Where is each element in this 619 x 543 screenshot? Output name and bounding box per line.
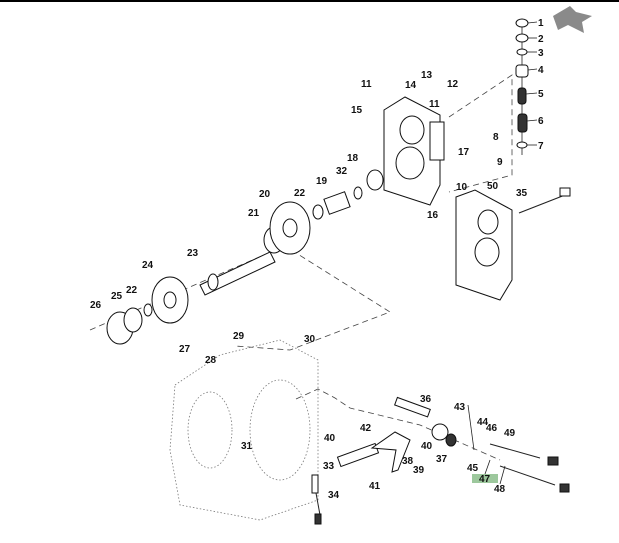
callout-22a[interactable]: 22 [294, 188, 306, 199]
callout-50[interactable]: 50 [487, 181, 499, 192]
callout-38[interactable]: 38 [402, 456, 414, 467]
pointer-arrow-icon [553, 6, 592, 33]
callout-42[interactable]: 42 [360, 423, 372, 434]
callout-6[interactable]: 6 [538, 116, 544, 127]
callout-43[interactable]: 43 [454, 402, 466, 413]
callouts: 1 2 3 4 5 6 7 8 9 10 11 11 12 13 14 15 1… [90, 18, 544, 501]
callout-49[interactable]: 49 [504, 428, 516, 439]
callout-27[interactable]: 27 [179, 344, 191, 355]
callout-16[interactable]: 16 [427, 210, 439, 221]
valve-stack [515, 18, 529, 155]
callout-28[interactable]: 28 [205, 355, 217, 366]
callout-11b[interactable]: 11 [429, 99, 440, 110]
callout-39[interactable]: 39 [413, 465, 425, 476]
housing-cover-50 [455, 187, 571, 301]
callout-44[interactable]: 44 [477, 417, 489, 428]
callout-4[interactable]: 4 [538, 65, 544, 76]
callout-13[interactable]: 13 [421, 70, 433, 81]
callout-12[interactable]: 12 [447, 79, 459, 90]
callout-1[interactable]: 1 [538, 18, 544, 29]
callout-31[interactable]: 31 [241, 441, 253, 452]
callout-30[interactable]: 30 [304, 334, 316, 345]
callout-25[interactable]: 25 [111, 291, 123, 302]
callout-35[interactable]: 35 [516, 188, 528, 199]
callout-9[interactable]: 9 [497, 157, 503, 168]
callout-47[interactable]: 47 [479, 474, 491, 485]
callout-3[interactable]: 3 [538, 48, 544, 59]
callout-24[interactable]: 24 [142, 260, 154, 271]
callout-19[interactable]: 19 [316, 176, 328, 187]
callout-15[interactable]: 15 [351, 105, 363, 116]
callout-18[interactable]: 18 [347, 153, 359, 164]
callout-23[interactable]: 23 [187, 248, 199, 259]
callout-10[interactable]: 10 [456, 182, 468, 193]
callout-46[interactable]: 46 [486, 423, 498, 434]
callout-32[interactable]: 32 [336, 166, 348, 177]
callout-36[interactable]: 36 [420, 394, 432, 405]
callout-37[interactable]: 37 [436, 454, 448, 465]
callout-8[interactable]: 8 [493, 132, 499, 143]
callout-11a[interactable]: 11 [361, 79, 372, 90]
callout-20[interactable]: 20 [259, 189, 271, 200]
guide-lines [89, 74, 513, 461]
callout-17[interactable]: 17 [458, 147, 470, 158]
callout-21[interactable]: 21 [248, 208, 260, 219]
main-housing [169, 339, 319, 521]
callout-7[interactable]: 7 [538, 141, 544, 152]
shift-mechanism [311, 396, 570, 525]
callout-33[interactable]: 33 [323, 461, 335, 472]
callout-22b[interactable]: 22 [126, 285, 138, 296]
callout-41[interactable]: 41 [369, 481, 381, 492]
callout-48[interactable]: 48 [494, 484, 506, 495]
callout-26[interactable]: 26 [90, 300, 102, 311]
callout-2[interactable]: 2 [538, 34, 544, 45]
callout-40a[interactable]: 40 [324, 433, 336, 444]
callout-14[interactable]: 14 [405, 80, 417, 91]
callout-5[interactable]: 5 [538, 89, 544, 100]
shaft-assembly [106, 169, 384, 345]
callout-45[interactable]: 45 [467, 463, 479, 474]
callout-29[interactable]: 29 [233, 331, 245, 342]
top-border [0, 0, 619, 2]
callout-34[interactable]: 34 [328, 490, 340, 501]
housing-cover-16 [383, 96, 445, 206]
leader-lines [467, 21, 538, 485]
highlighted-part-box [472, 474, 498, 483]
callout-40b[interactable]: 40 [421, 441, 433, 452]
